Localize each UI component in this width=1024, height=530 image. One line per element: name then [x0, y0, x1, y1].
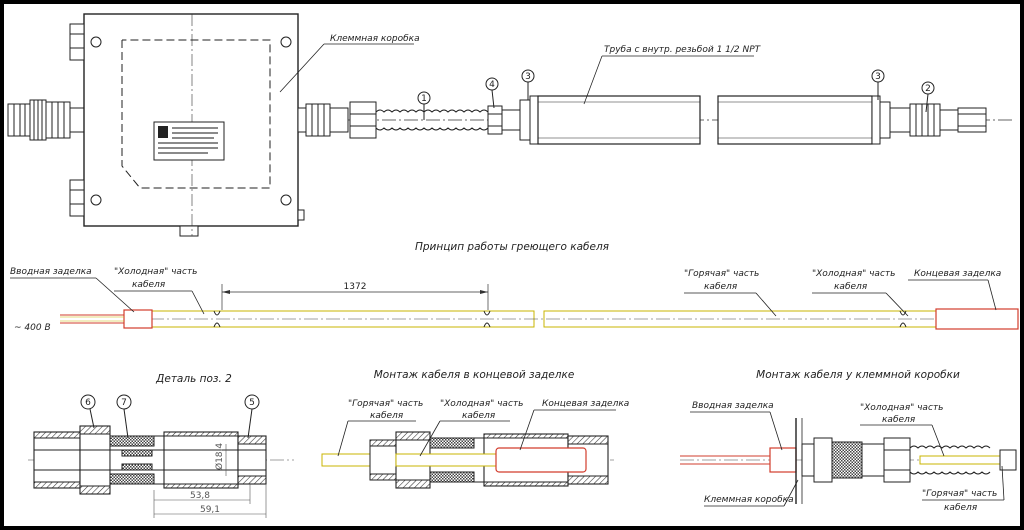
label-hot-part-1: "Горячая" часть	[684, 269, 759, 279]
principle-diagram: 1372 Вводная заделка "Холодная" часть ка…	[10, 267, 1019, 333]
pipe-segment-left	[537, 95, 701, 145]
box-label-cold-2: кабеля	[882, 415, 916, 425]
end-label-seal: Концевая заделка	[542, 399, 629, 409]
box-mounting	[680, 418, 1017, 504]
label-cold-part-left-2: кабеля	[132, 280, 166, 290]
label-cold-part-right-2: кабеля	[834, 282, 868, 292]
callout-6: 6	[80, 394, 96, 429]
callout-5: 5	[244, 394, 260, 439]
callout-1: 1	[417, 91, 431, 120]
label-voltage: ~ 400 В	[14, 323, 51, 333]
end-label-hot-2: кабеля	[370, 411, 404, 421]
corrugated-hose	[375, 109, 489, 131]
detail-pos-2	[28, 425, 294, 518]
pipe-right-fitting	[871, 95, 987, 145]
callout-3-right: 3	[871, 69, 885, 100]
box-label-hot-2: кабеля	[944, 503, 978, 513]
box-label-input-seal: Вводная заделка	[692, 401, 774, 411]
box-mount-title: Монтаж кабеля у клеммной коробки	[756, 369, 960, 381]
detail-title: Деталь поз. 2	[155, 373, 232, 385]
technical-drawing: 1 4 3 3 2 Клеммная коробка Труба с внутр	[7, 13, 1019, 518]
callout-6-number: 6	[85, 398, 91, 408]
label-hot-part-2: кабеля	[704, 282, 738, 292]
end-label-hot-1: "Горячая" часть	[348, 399, 423, 409]
label-cold-part-right-1: "Холодная" часть	[812, 269, 895, 279]
end-label-cold-1: "Холодная" часть	[440, 399, 523, 409]
drawing-canvas: 1 4 3 3 2 Клеммная коробка Труба с внутр	[4, 4, 1020, 526]
principle-title: Принцип работы греющего кабеля	[415, 241, 609, 253]
callout-2-number: 2	[925, 84, 931, 94]
callout-4: 4	[485, 77, 499, 109]
callout-1-number: 1	[421, 94, 427, 104]
label-pipe: Труба с внутр. резьбой 1 1/2 NPT	[604, 45, 762, 55]
callout-3-left: 3	[521, 69, 535, 100]
end-seal-mounting	[321, 431, 614, 489]
callout-4-number: 4	[489, 80, 495, 90]
callout-3a-number: 3	[525, 72, 531, 82]
dimension-59-1: 59,1	[200, 505, 220, 515]
dimension-53-8: 53,8	[190, 491, 210, 501]
callout-3b-number: 3	[875, 72, 881, 82]
label-terminal-box: Клеммная коробка	[330, 34, 420, 44]
callout-7: 7	[116, 394, 132, 439]
box-label-terminal-box: Клеммная коробка	[704, 495, 794, 505]
callout-2: 2	[921, 81, 935, 113]
end-mount-title: Монтаж кабеля в концевой заделке	[374, 369, 575, 381]
label-input-seal: Вводная заделка	[10, 267, 92, 277]
label-end-seal: Концевая заделка	[914, 269, 1001, 279]
terminal-box	[69, 13, 305, 237]
dimension-1372: 1372	[344, 282, 367, 292]
box-outlet-gland	[297, 101, 377, 139]
pipe-segment-right	[717, 95, 873, 145]
label-cold-part-left-1: "Холодная" часть	[114, 267, 197, 277]
callout-7-number: 7	[121, 398, 127, 408]
end-label-cold-2: кабеля	[462, 411, 496, 421]
box-label-hot-1: "Горячая" часть	[922, 489, 997, 499]
dimension-diameter: Ø18,4	[214, 443, 225, 470]
callout-5-number: 5	[249, 398, 255, 408]
top-assembly: 1 4 3 3 2 Клеммная коробка Труба с внутр	[7, 13, 1014, 237]
pipe-left-fitting	[487, 95, 539, 145]
left-gland	[7, 99, 85, 141]
nameplate	[153, 121, 225, 161]
box-label-cold-1: "Холодная" часть	[860, 403, 943, 413]
